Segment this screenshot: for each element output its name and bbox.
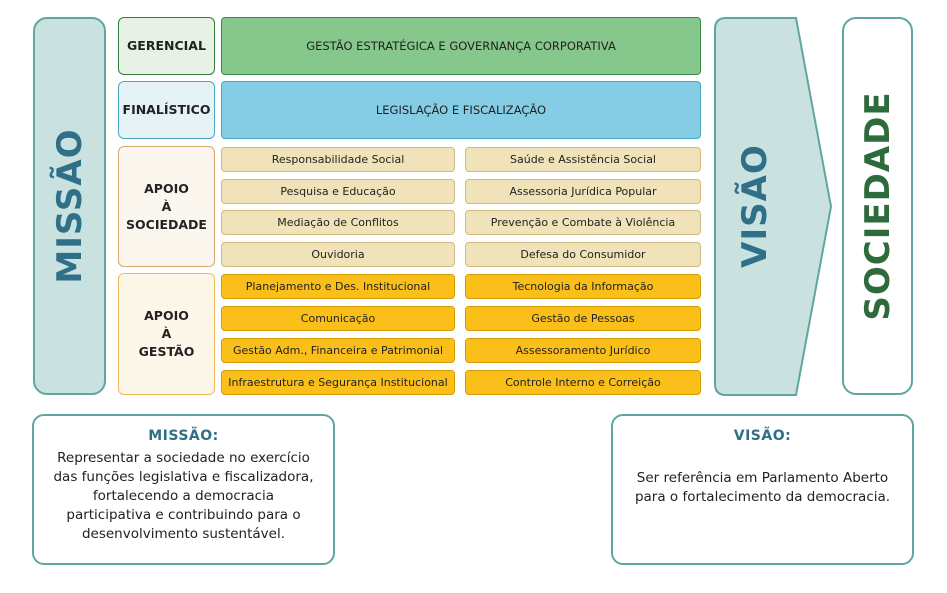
process-cell: Responsabilidade Social bbox=[221, 147, 455, 172]
visao-vertical-label: VISÃO bbox=[735, 144, 775, 268]
missao-vertical-label: MISSÃO bbox=[49, 128, 90, 284]
process-cell: Comunicação bbox=[221, 306, 455, 331]
category-finalistico-label: FINALÍSTICO bbox=[122, 102, 211, 117]
process-cell-label: Saúde e Assistência Social bbox=[510, 153, 656, 166]
process-cell-label: Mediação de Conflitos bbox=[277, 216, 399, 229]
category-apoio-sociedade-line: APOIO bbox=[144, 180, 189, 196]
category-apoio-gestao-line: À bbox=[161, 326, 172, 341]
process-cell-label: Tecnologia da Informação bbox=[512, 280, 654, 293]
process-cell: Pesquisa e Educação bbox=[221, 179, 455, 204]
visao-line: Ser referência em Parlamento Aberto bbox=[636, 470, 889, 486]
process-cell: Mediação de Conflitos bbox=[221, 210, 455, 235]
process-cell: Ouvidoria bbox=[221, 242, 455, 267]
category-apoio-gestao-line: APOIO bbox=[144, 308, 189, 323]
band-finalistico-label: LEGISLAÇÃO E FISCALIZAÇÃO bbox=[375, 103, 547, 117]
process-cell: Assessoria Jurídica Popular bbox=[465, 179, 701, 204]
process-cell: Saúde e Assistência Social bbox=[465, 147, 701, 172]
category-apoio-gestao: APOIO À GESTÃO bbox=[118, 273, 215, 395]
process-cell: Prevenção e Combate à Violência bbox=[465, 210, 701, 235]
process-cell-label: Infraestrutura e Segurança Institucional bbox=[228, 376, 448, 389]
process-cell-label: Gestão Adm., Financeira e Patrimonial bbox=[232, 344, 444, 357]
category-apoio-gestao-line: GESTÃO bbox=[138, 344, 195, 359]
process-cell-label: Gestão de Pessoas bbox=[531, 312, 635, 325]
process-cell: Planejamento e Des. Institucional bbox=[221, 274, 455, 299]
process-cell-label: Pesquisa e Educação bbox=[280, 185, 396, 198]
process-cell: Infraestrutura e Segurança Institucional bbox=[221, 370, 455, 395]
band-gerencial-label: GESTÃO ESTRATÉGICA E GOVERNANÇA CORPORAT… bbox=[306, 39, 616, 53]
process-cell-label: Assessoramento Jurídico bbox=[515, 344, 651, 357]
missao-box: MISSÃO: Representar a sociedade no exerc… bbox=[32, 414, 335, 565]
process-cell: Defesa do Consumidor bbox=[465, 242, 701, 267]
process-cell: Controle Interno e Correição bbox=[465, 370, 701, 395]
process-cell: Gestão Adm., Financeira e Patrimonial bbox=[221, 338, 455, 363]
process-cell: Tecnologia da Informação bbox=[465, 274, 701, 299]
visao-box-text: Ser referência em Parlamento Aberto para… bbox=[625, 469, 900, 507]
process-cell: Assessoramento Jurídico bbox=[465, 338, 701, 363]
band-finalistico: LEGISLAÇÃO E FISCALIZAÇÃO bbox=[221, 81, 701, 139]
missao-box-title: MISSÃO: bbox=[148, 428, 219, 444]
visao-box-title: VISÃO: bbox=[733, 428, 792, 444]
missao-box-text: Representar a sociedade no exercício das… bbox=[46, 449, 321, 544]
process-cell-label: Planejamento e Des. Institucional bbox=[245, 280, 431, 293]
visao-box: VISÃO: Ser referência em Parlamento Aber… bbox=[611, 414, 914, 565]
visao-line: para o fortalecimento da democracia. bbox=[634, 489, 891, 505]
process-cell-label: Responsabilidade Social bbox=[271, 153, 405, 166]
process-cell-label: Ouvidoria bbox=[311, 248, 365, 261]
visao-arrow bbox=[714, 17, 833, 396]
missao-line: fortalecendo a democracia bbox=[92, 488, 275, 504]
missao-line: desenvolvimento sustentável. bbox=[81, 526, 286, 542]
process-cell-label: Assessoria Jurídica Popular bbox=[509, 185, 657, 198]
band-gerencial: GESTÃO ESTRATÉGICA E GOVERNANÇA CORPORAT… bbox=[221, 17, 701, 75]
category-apoio-sociedade-line: À bbox=[161, 198, 172, 214]
process-cell-label: Defesa do Consumidor bbox=[520, 248, 646, 261]
sociedade-panel: SOCIEDADE bbox=[842, 17, 913, 395]
category-apoio-sociedade-line: SOCIEDADE bbox=[126, 216, 207, 232]
process-cell-label: Controle Interno e Correição bbox=[505, 376, 661, 389]
process-cell-label: Prevenção e Combate à Violência bbox=[490, 216, 676, 229]
visao-label-wrap: VISÃO bbox=[715, 17, 795, 395]
category-gerencial: GERENCIAL bbox=[118, 17, 215, 75]
missao-line: das funções legislativa e fiscalizadora, bbox=[53, 469, 314, 485]
process-cell: Gestão de Pessoas bbox=[465, 306, 701, 331]
missao-panel: MISSÃO bbox=[33, 17, 106, 395]
missao-line: Representar a sociedade no exercício bbox=[57, 450, 310, 466]
missao-line: participativa e contribuindo para o bbox=[66, 507, 301, 523]
process-cell-label: Comunicação bbox=[300, 312, 376, 325]
category-gerencial-label: GERENCIAL bbox=[127, 38, 206, 53]
category-finalistico: FINALÍSTICO bbox=[118, 81, 215, 139]
sociedade-vertical-label: SOCIEDADE bbox=[857, 91, 898, 321]
category-apoio-sociedade: APOIO À SOCIEDADE bbox=[118, 146, 215, 267]
